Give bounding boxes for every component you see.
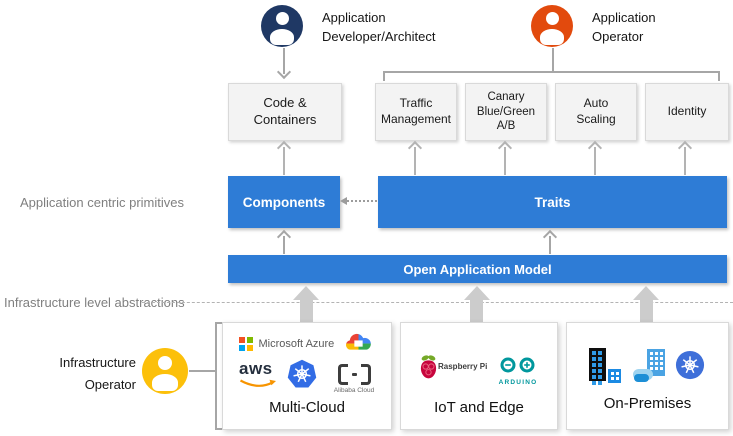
traits-to-components-dotted-line bbox=[347, 200, 377, 202]
infra-operator-label: Infrastructure Operator bbox=[28, 352, 136, 396]
aws-smile-icon bbox=[239, 379, 276, 387]
kubernetes-helm-icon bbox=[675, 350, 705, 380]
app-operator-label-line2: Operator bbox=[592, 29, 644, 44]
oam-box: Open Application Model bbox=[228, 255, 727, 283]
arduino-logo: ARDUINO bbox=[497, 357, 539, 386]
azure-logo-text: Microsoft Azure bbox=[258, 337, 335, 350]
traits-box: Traits bbox=[378, 176, 727, 228]
traits-to-identity-line bbox=[684, 147, 686, 175]
developer-label-line2: Developer/Architect bbox=[322, 29, 436, 44]
person-icon bbox=[275, 12, 289, 25]
arduino-text: ARDUINO bbox=[498, 379, 538, 386]
aws-logo-text: aws bbox=[239, 359, 273, 378]
arrow-down-icon bbox=[276, 64, 292, 80]
arrow-up-icon bbox=[677, 140, 693, 156]
traffic-management-box: Traffic Management bbox=[375, 83, 457, 141]
infra-operator-avatar bbox=[142, 348, 188, 394]
abstraction-dashed-line bbox=[142, 302, 733, 303]
traits-to-traffic-line bbox=[414, 147, 416, 175]
oam-to-traits-line bbox=[549, 236, 551, 254]
components-to-code-line bbox=[283, 147, 285, 175]
infra-operator-label-line2: Operator bbox=[84, 377, 136, 392]
arrow-up-icon bbox=[497, 140, 513, 156]
identity-label: Identity bbox=[667, 104, 707, 119]
arrow-up-icon bbox=[542, 229, 558, 245]
aws-logo: aws bbox=[239, 359, 279, 394]
app-operator-avatar bbox=[531, 5, 573, 47]
person-icon bbox=[545, 12, 559, 25]
iot-edge-label: IoT and Edge bbox=[434, 399, 524, 416]
alibaba-logo: Alibaba Cloud bbox=[329, 364, 379, 394]
iot-edge-box: Raspberry Pi ARDUINO IoT and Edge bbox=[400, 322, 558, 430]
infra-operator-bracket bbox=[215, 322, 228, 430]
infra-abstractions-label: Infrastructure level abstractions bbox=[4, 295, 185, 310]
app-centric-label: Application centric primitives bbox=[20, 195, 185, 210]
auto-scaling-box: Auto Scaling bbox=[555, 83, 637, 141]
developer-label-line1: Application bbox=[322, 10, 386, 25]
microsoft-squares-icon bbox=[239, 337, 253, 351]
arrow-up-icon bbox=[276, 140, 292, 156]
arrow-up-icon bbox=[587, 140, 603, 156]
traits-label: Traits bbox=[534, 194, 571, 210]
onprem-to-oam-arrow bbox=[640, 300, 653, 322]
arrow-left-icon bbox=[340, 197, 347, 205]
arrow-up-icon bbox=[276, 229, 292, 245]
multicloud-box: Microsoft Azure aws bbox=[222, 322, 392, 430]
raspberry-pi-icon bbox=[420, 355, 437, 379]
code-containers-label: Code & Containers bbox=[253, 95, 317, 127]
oam-label: Open Application Model bbox=[403, 261, 552, 277]
block-arrow-up-icon bbox=[293, 286, 319, 300]
developer-label: Application Developer/Architect bbox=[322, 8, 435, 46]
oam-to-components-line bbox=[283, 236, 285, 254]
app-operator-label: Application Operator bbox=[592, 8, 656, 46]
code-containers-box: Code & Containers bbox=[228, 83, 342, 141]
multicloud-to-oam-arrow bbox=[300, 300, 313, 322]
raspberry-pi-logo: Raspberry Pi bbox=[419, 354, 487, 379]
developer-connector-line bbox=[283, 48, 285, 74]
traffic-management-label: Traffic Management bbox=[380, 96, 452, 126]
alibaba-brackets-icon bbox=[329, 364, 379, 385]
person-icon bbox=[270, 29, 294, 45]
multicloud-label: Multi-Cloud bbox=[269, 399, 345, 416]
block-arrow-up-icon bbox=[633, 286, 659, 300]
buildings-icon bbox=[589, 348, 621, 385]
canary-label: Canary Blue/Green A/B bbox=[476, 90, 536, 133]
arduino-infinity-icon bbox=[500, 357, 535, 373]
components-box: Components bbox=[228, 176, 340, 228]
kubernetes-helm-icon bbox=[287, 359, 317, 388]
alibaba-logo-text: Alibaba Cloud bbox=[333, 387, 375, 394]
traits-to-canary-line bbox=[504, 147, 506, 175]
arrow-up-icon bbox=[407, 140, 423, 156]
traits-to-autoscaling-line bbox=[594, 147, 596, 175]
person-icon bbox=[158, 356, 172, 370]
auto-scaling-label: Auto Scaling bbox=[576, 96, 616, 126]
developer-avatar bbox=[261, 5, 303, 47]
identity-box: Identity bbox=[645, 83, 729, 141]
iot-to-oam-arrow bbox=[470, 300, 483, 322]
person-icon bbox=[540, 29, 564, 45]
building-cloud-icon bbox=[633, 349, 665, 382]
operator-bracket bbox=[383, 71, 720, 81]
person-icon bbox=[152, 374, 178, 391]
canary-box: Canary Blue/Green A/B bbox=[465, 83, 547, 141]
operator-connector-line bbox=[552, 48, 554, 72]
google-cloud-icon bbox=[345, 333, 371, 350]
components-label: Components bbox=[242, 194, 326, 210]
infra-operator-label-line1: Infrastructure bbox=[59, 355, 136, 370]
onprem-label: On-Premises bbox=[603, 395, 692, 412]
raspberry-pi-text: Raspberry Pi bbox=[438, 362, 488, 371]
onprem-box: On-Premises bbox=[566, 322, 729, 430]
app-operator-label-line1: Application bbox=[592, 10, 656, 25]
infra-operator-connector-line bbox=[189, 370, 215, 372]
azure-logo: Microsoft Azure bbox=[239, 337, 334, 351]
block-arrow-up-icon bbox=[464, 286, 490, 300]
